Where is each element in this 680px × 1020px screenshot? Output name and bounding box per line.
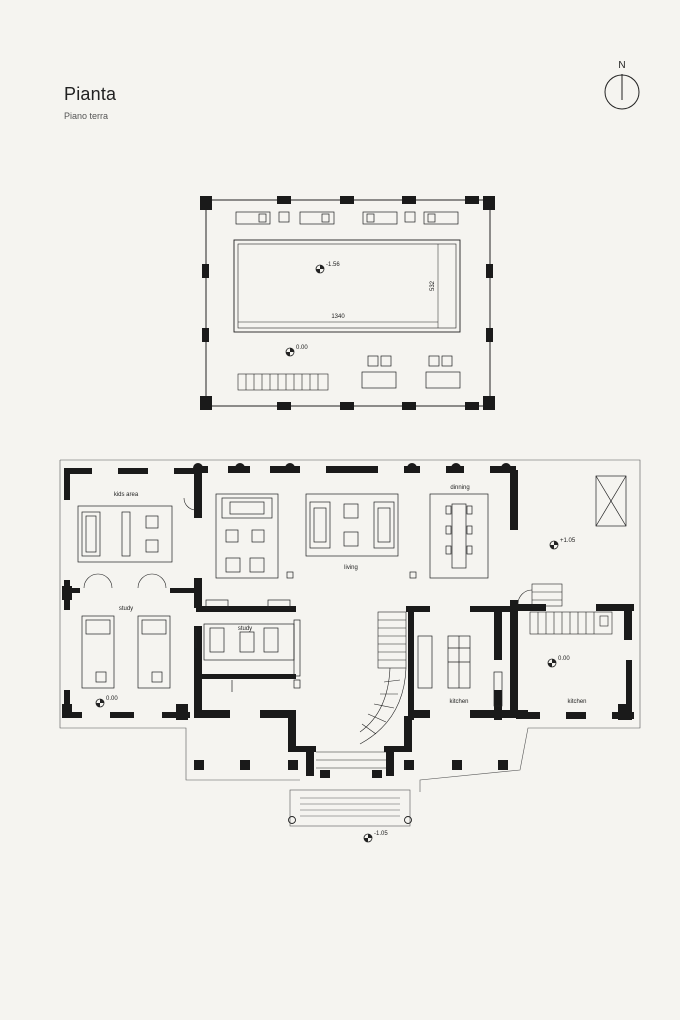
pool-steps <box>237 373 329 391</box>
pool-elevation-label: -1.56 <box>326 262 340 268</box>
elevation-entrance: -1.05 <box>374 831 388 837</box>
kids-area-furniture <box>77 505 173 563</box>
study-center-furniture <box>195 599 301 692</box>
level-marker-icon <box>315 264 325 274</box>
level-marker-icon <box>285 347 295 357</box>
elevation-right-wing: 0.00 <box>558 656 570 662</box>
level-marker-icon <box>95 698 105 708</box>
north-arrow-icon: N <box>604 60 640 110</box>
pool-width-label: 532 <box>430 280 436 291</box>
room-label-kitchen-center: kitchen <box>449 699 468 705</box>
level-marker-icon <box>547 658 557 668</box>
deck-elevation-label: 0.00 <box>296 345 308 351</box>
room-label-kids-area: kids area <box>114 492 139 498</box>
level-marker-icon <box>549 540 559 550</box>
room-label-dinning: dinning <box>450 485 469 491</box>
room-label-living: living <box>344 565 358 571</box>
pool-length-label: 1340 <box>331 314 345 320</box>
living-furniture <box>215 493 417 579</box>
pool-pavilion: 1340 532 -1.56 0.00 <box>200 196 495 410</box>
kitchen-center-furniture <box>417 635 503 707</box>
room-label-kitchen-right: kitchen <box>567 699 586 705</box>
room-label-study-center: study <box>238 626 252 632</box>
skylight <box>595 475 627 527</box>
right-wing-stairs <box>529 583 613 635</box>
drawing-title: Pianta <box>64 84 117 104</box>
drawing-subtitle: Piano terra <box>64 111 109 121</box>
north-label: N <box>618 60 625 71</box>
ground-floor-plan <box>59 459 641 843</box>
study-left-furniture <box>81 615 171 689</box>
level-marker-icon <box>363 833 373 843</box>
main-staircase <box>359 611 407 745</box>
dining-furniture <box>429 493 489 579</box>
room-label-study-left: study <box>119 606 133 612</box>
elevation-left-wing: 0.00 <box>106 696 118 702</box>
elevation-terrace: +1.05 <box>560 538 576 544</box>
